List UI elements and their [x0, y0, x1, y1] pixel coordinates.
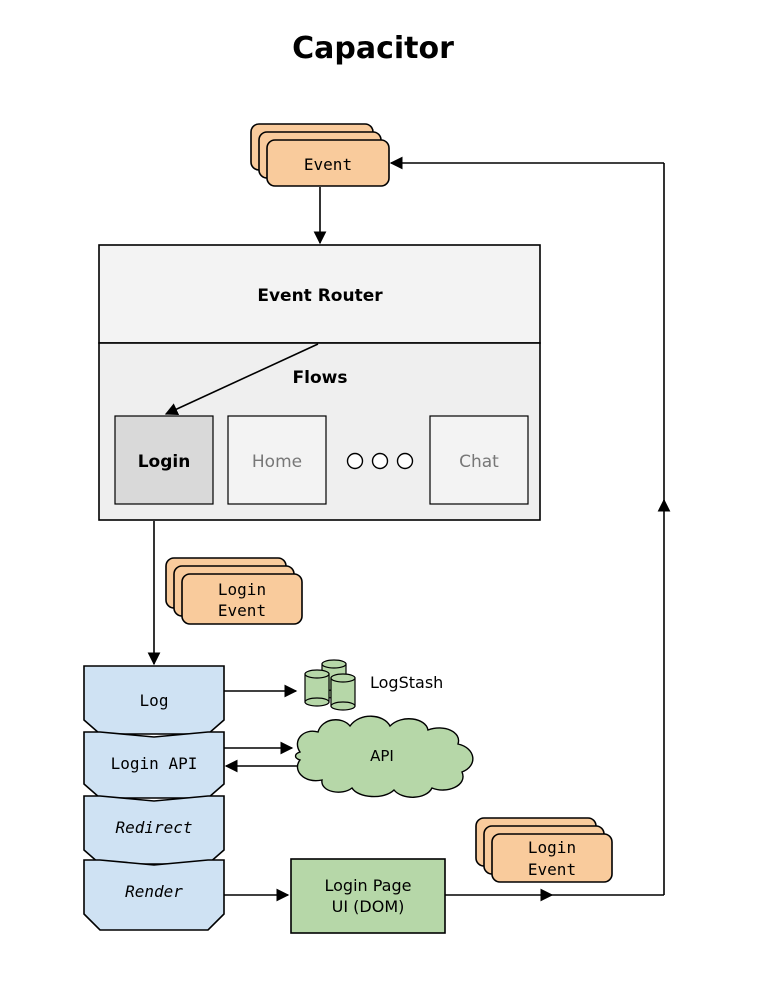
event-router-label: Event Router: [257, 286, 383, 306]
login-event-middle-line2: Event: [218, 601, 266, 620]
pipeline-log-label: Log: [140, 691, 169, 710]
flow-home-label: Home: [252, 452, 302, 472]
logstash-label: LogStash: [370, 673, 443, 692]
login-page-line2: UI (DOM): [332, 897, 405, 916]
arrow-router-to-login: [164, 343, 319, 415]
flow-chat-label: Chat: [459, 452, 499, 472]
pipeline-redirect-label: Redirect: [115, 818, 192, 837]
event-stack: Event: [250, 123, 390, 187]
event-router: Event Router: [98, 244, 541, 344]
login-event-stack-bottom: Login Event: [475, 817, 613, 883]
flow-chat: Chat: [429, 415, 529, 505]
event-label: Event: [304, 155, 352, 174]
pipeline-login-api-label: Login API: [111, 754, 198, 773]
login-event-middle-line1: Login: [218, 580, 266, 599]
login-page-line1: Login Page: [325, 876, 412, 895]
api-cloud-label: API: [370, 747, 394, 765]
pipeline-render: Render: [83, 859, 225, 931]
login-event-bottom-line2: Event: [528, 860, 576, 879]
pipeline-redirect: Redirect: [83, 795, 225, 865]
flow-ellipsis: [346, 452, 414, 470]
pipeline-login-api: Login API: [83, 731, 225, 799]
flow-home: Home: [227, 415, 327, 505]
diagram-title: Capacitor: [292, 31, 454, 66]
login-page-ui: Login Page UI (DOM): [290, 858, 446, 934]
flow-login-label: Login: [138, 452, 191, 472]
pipeline-log: Log: [83, 665, 225, 735]
database-icon: [304, 659, 356, 711]
login-event-bottom-line1: Login: [528, 838, 576, 857]
login-event-stack-middle: Login Event: [165, 557, 303, 625]
pipeline-render-label: Render: [125, 882, 183, 901]
flows-label: Flows: [293, 368, 348, 388]
flow-login: Login: [114, 415, 214, 505]
api-cloud: API: [294, 715, 474, 798]
